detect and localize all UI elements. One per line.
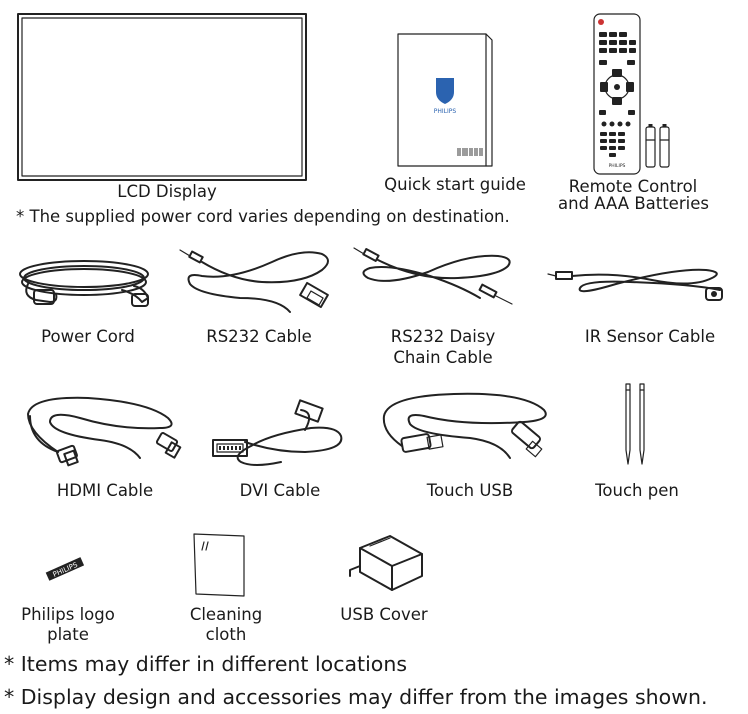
svg-text:PHILIPS: PHILIPS	[609, 163, 626, 169]
touch-usb-illustration	[372, 388, 552, 468]
dvi-cable-illustration	[205, 399, 355, 470]
lcd-display-label: LCD Display	[117, 182, 217, 201]
touch-pen-illustration	[616, 382, 656, 468]
usb-cover-illustration	[340, 528, 430, 598]
design-differ-note: * Display design and accessories may dif…	[4, 685, 708, 709]
power-cord-illustration	[12, 250, 157, 312]
cleaning-cloth-illustration	[190, 532, 250, 600]
ir-sensor-cable-illustration	[546, 266, 736, 308]
ir-sensor-cable-label: IR Sensor Cable	[584, 327, 716, 346]
power-cord-label: Power Cord	[41, 327, 135, 346]
quick-start-guide-label: Quick start guide	[384, 175, 526, 194]
remote-control-illustration: PHILIPS	[590, 12, 680, 177]
touch-pen-label: Touch pen	[595, 481, 679, 500]
dvi-cable-label: DVI Cable	[239, 481, 321, 500]
power-cord-destination-note: * The supplied power cord varies dependi…	[16, 207, 510, 226]
touch-usb-label: Touch USB	[426, 481, 514, 500]
rs232-cable-illustration	[178, 244, 338, 320]
philips-plate-text: PHILIPS	[52, 561, 80, 579]
philips-logo-plate-label-line1: Philips logo	[21, 605, 115, 624]
svg-text:PHILIPS: PHILIPS	[434, 108, 457, 115]
usb-cover-label: USB Cover	[340, 605, 428, 624]
cleaning-cloth-label-line2: cloth	[205, 625, 247, 644]
rs232-daisy-chain-cable-label-line1: RS232 Daisy	[390, 327, 496, 346]
philips-logo-plate-illustration: PHILIPS	[44, 556, 88, 582]
philips-logo-plate-label-line2: plate	[47, 625, 89, 644]
hdmi-cable-label: HDMI Cable	[56, 481, 154, 500]
remote-control-label-line1: Remote Control	[568, 177, 698, 196]
rs232-daisy-chain-cable-label-line2: Chain Cable	[393, 348, 493, 367]
rs232-daisy-chain-cable-illustration	[352, 244, 522, 314]
items-differ-note: * Items may differ in different location…	[4, 652, 408, 676]
cleaning-cloth-label-line1: Cleaning	[189, 605, 263, 624]
rs232-cable-label: RS232 Cable	[206, 327, 312, 346]
hdmi-cable-illustration	[18, 392, 188, 476]
remote-control-label-line2: and AAA Batteries	[558, 194, 709, 213]
quick-start-guide-illustration: PHILIPS	[396, 30, 496, 170]
lcd-display-illustration	[16, 12, 308, 184]
